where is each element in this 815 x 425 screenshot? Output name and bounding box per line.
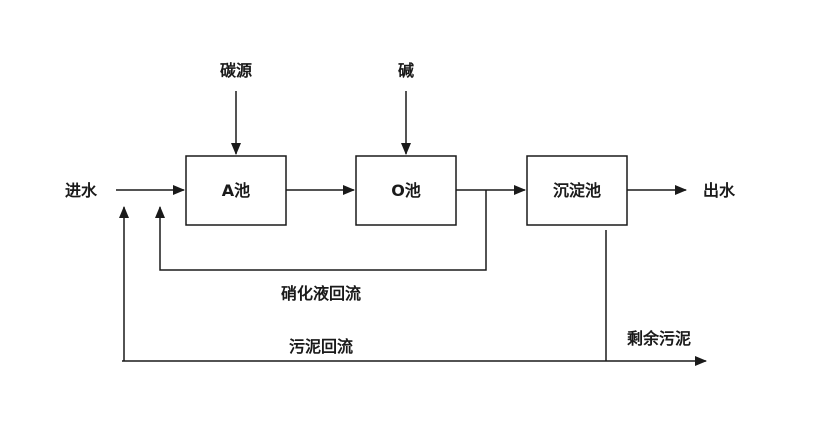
clarifier-box	[526, 155, 628, 226]
alkali-label: 碱	[398, 61, 414, 80]
clarifier-label: 沉淀池	[553, 181, 601, 200]
nitrate-recycle-line	[155, 190, 487, 271]
carbon-source-label: 碳源	[220, 61, 252, 80]
a-tank-box	[185, 155, 287, 226]
o-tank-label: O池	[391, 181, 421, 200]
outlet-label: 出水	[703, 181, 736, 200]
inlet-label: 进水	[65, 181, 98, 200]
sludge-return-label: 污泥回流	[289, 337, 353, 356]
nitrate-recycle-label: 硝化液回流	[281, 284, 361, 303]
excess-sludge-label: 剩余污泥	[627, 329, 691, 348]
o-tank-box	[355, 155, 457, 226]
a-tank-label: A池	[222, 181, 250, 200]
